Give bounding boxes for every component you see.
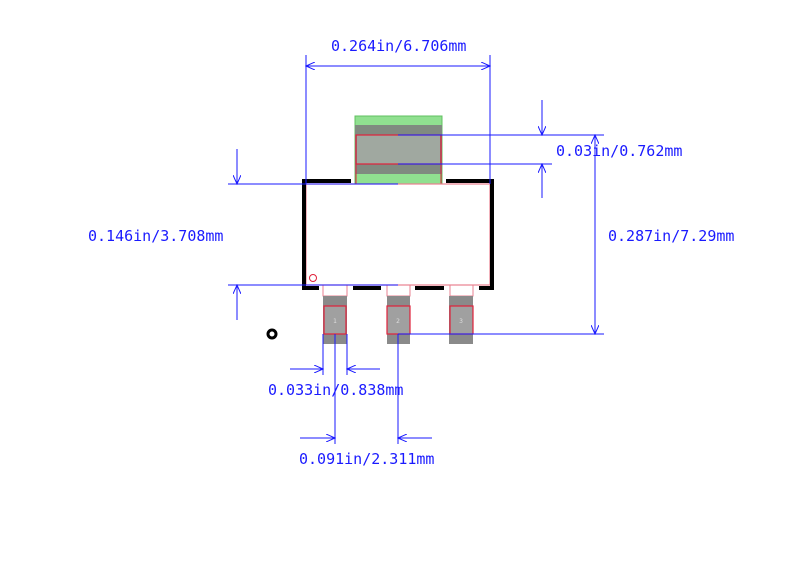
tab-pad	[354, 115, 443, 185]
tab-length-dimension-label: 0.03in/0.762mm	[556, 142, 682, 160]
overall-height-dimension-label: 0.287in/7.29mm	[608, 227, 734, 245]
width-dimension-label: 0.264in/6.706mm	[331, 37, 466, 55]
pin-width-dimension-label: 0.033in/0.838mm	[268, 381, 403, 399]
pin-1-label: 1	[333, 318, 337, 325]
pin-3-label: 3	[459, 318, 463, 325]
origin-marker	[266, 328, 278, 340]
silkscreen	[302, 179, 494, 290]
pin-pitch-dimension-label: 0.091in/2.311mm	[299, 450, 434, 468]
dimension-lines	[228, 55, 604, 444]
pin1-marker	[309, 274, 317, 282]
body-height-dimension-label: 0.146in/3.708mm	[88, 227, 223, 245]
pin-2-label: 2	[396, 318, 400, 325]
body-outline	[305, 183, 491, 286]
pin-3: 3	[449, 284, 474, 344]
